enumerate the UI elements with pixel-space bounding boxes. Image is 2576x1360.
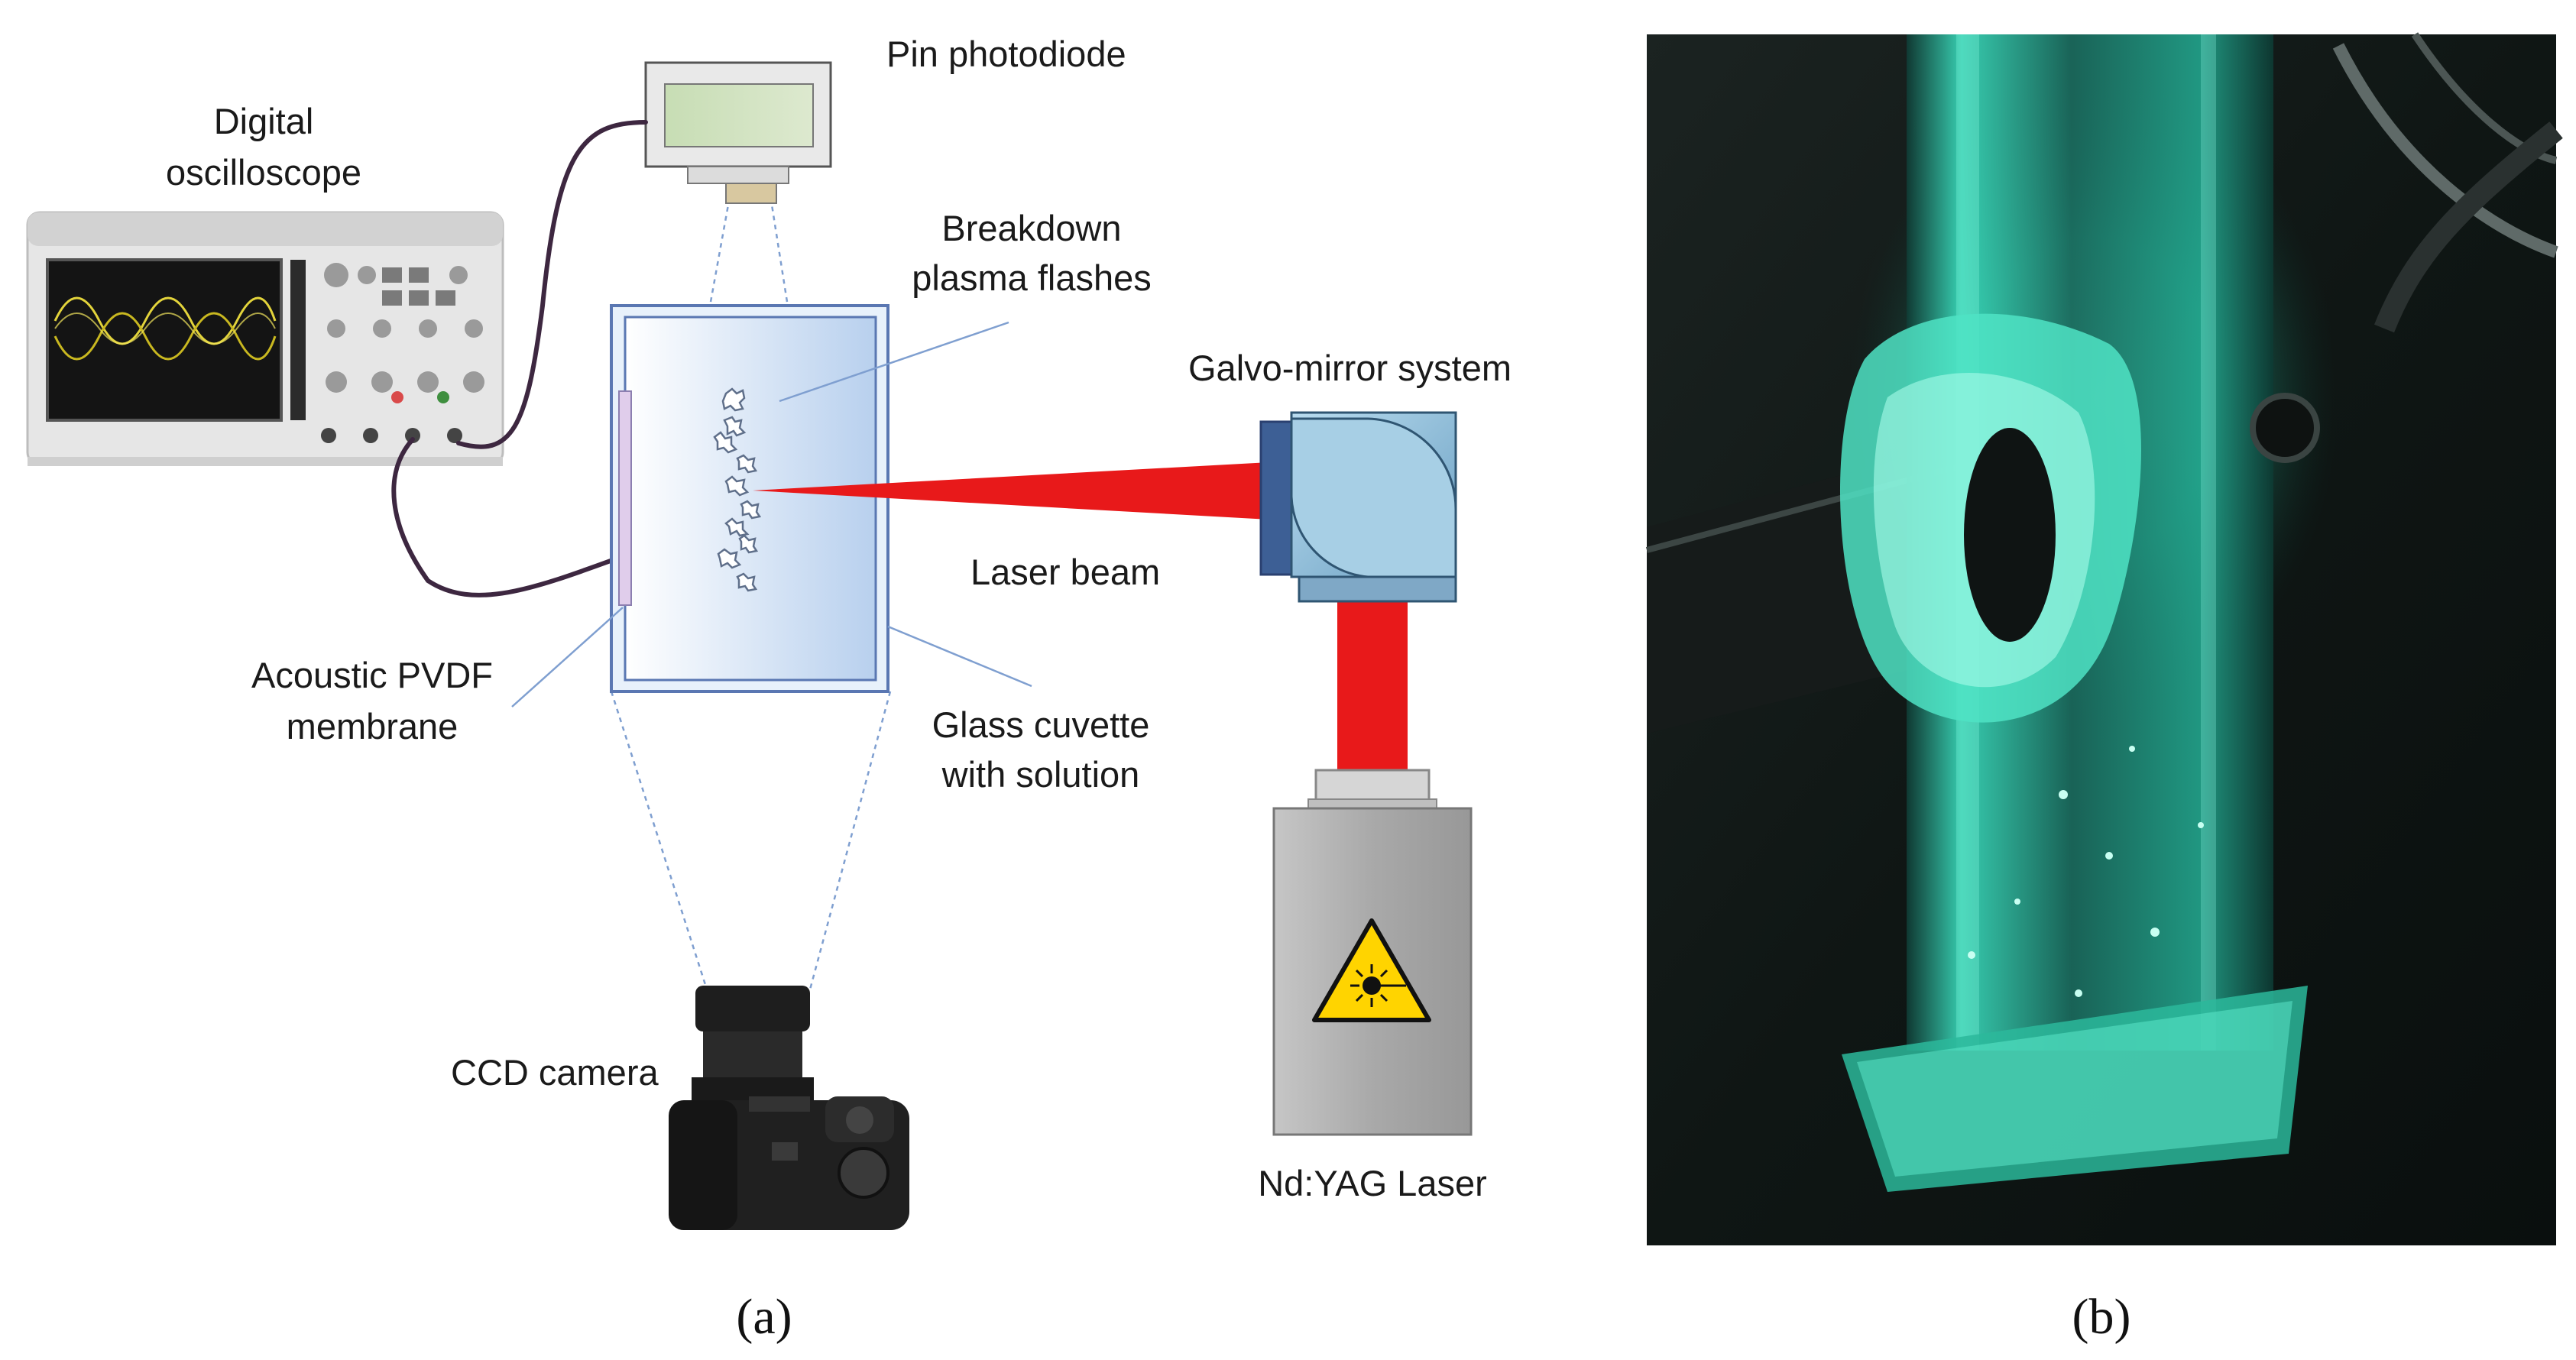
label-acoustic-1: Acoustic PVDF [251,655,493,695]
label-galvo-mirror: Galvo-mirror system [1188,348,1512,388]
glass-cuvette [610,304,889,693]
label-glass-cuvette-1: Glass cuvette [932,704,1150,745]
label-glass-cuvette-2: with solution [941,754,1140,795]
label-digital-oscilloscope-1: Digital [214,101,314,141]
pin-photodiode-icon [644,61,832,204]
breakdown-plasma-flashes [713,387,762,592]
label-pin-photodiode: Pin photodiode [886,34,1126,74]
laser-warning-icon [1312,918,1431,1022]
label-laser-beam: Laser beam [970,552,1160,592]
panel-a: Digital oscilloscope Pin photodiode Brea… [26,34,1512,1345]
galvo-mirror-system [1259,411,1457,603]
optical-path-lines [610,204,892,990]
label-ccd-camera: CCD camera [451,1052,659,1093]
panel-a-labels: Digital oscilloscope Pin photodiode Brea… [166,34,1512,1203]
digital-oscilloscope-icon [26,211,504,466]
label-breakdown-2: plasma flashes [912,257,1152,298]
signal-cables [391,120,648,597]
label-digital-oscilloscope-2: oscilloscope [166,152,361,193]
caption-b: (b) [2072,1289,2131,1345]
annotation-leaders [511,321,1032,708]
caption-a: (a) [736,1289,792,1345]
laser-beam [753,462,1408,776]
label-breakdown-1: Breakdown [941,208,1121,248]
ccd-camera-icon [669,986,909,1230]
label-acoustic-2: membrane [287,706,458,746]
nd-yag-laser [1272,769,1473,1136]
label-nd-yag: Nd:YAG Laser [1258,1163,1487,1203]
panel-b-photo [1645,32,2563,1245]
